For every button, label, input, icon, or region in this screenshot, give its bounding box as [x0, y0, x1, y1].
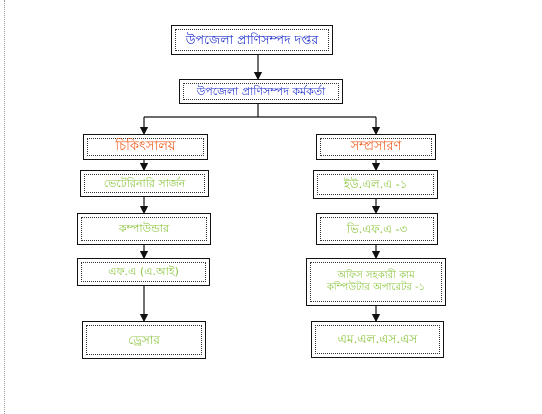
node-dresser-label: ড্রেসার [86, 325, 202, 355]
node-mlss: এম.এল.এস.এস [311, 321, 444, 358]
node-mlss-label: এম.এল.এস.এস [315, 325, 440, 354]
node-vet-surgeon: ভেটেরিনারি সার্জন [80, 170, 209, 197]
node-clinic-label: চিকিৎসালয় [87, 138, 204, 156]
node-ula-label: ইউ.এল.এ -১ [317, 174, 434, 195]
node-upazila-office-label: উপজেলা প্রাণিসম্পদ দপ্তর [175, 29, 329, 51]
page-margin-line [4, 0, 5, 414]
node-office-assistant-label: অফিস সহকারী কাম কম্পিউটার অপারেটর -১ [310, 262, 442, 302]
node-extension-label: সম্প্রসারণ [320, 138, 432, 156]
node-dresser: ড্রেসার [82, 321, 206, 359]
node-clinic: চিকিৎসালয় [83, 134, 208, 160]
node-upazila-officer-label: উপজেলা প্রাণিসম্পদ কর্মকর্তা [183, 83, 339, 100]
node-compounder: কম্পাউন্ডার [77, 213, 211, 245]
node-office-assistant: অফিস সহকারী কাম কম্পিউটার অপারেটর -১ [306, 258, 446, 306]
node-ula: ইউ.এল.এ -১ [313, 170, 438, 199]
node-upazila-office: উপজেলা প্রাণিসম্পদ দপ্তর [171, 25, 333, 55]
node-vfa-label: ভি.এফ.এ -৩ [320, 217, 434, 241]
node-vet-surgeon-label: ভেটেরিনারি সার্জন [84, 174, 205, 193]
node-extension: সম্প্রসারণ [316, 134, 436, 160]
node-compounder-label: কম্পাউন্ডার [81, 217, 207, 241]
node-upazila-officer: উপজেলা প্রাণিসম্পদ কর্মকর্তা [179, 79, 343, 104]
node-fa-ai-label: এফ.এ (এ.আই) [81, 262, 206, 282]
node-fa-ai: এফ.এ (এ.আই) [77, 258, 210, 286]
node-vfa: ভি.এফ.এ -৩ [316, 213, 438, 245]
